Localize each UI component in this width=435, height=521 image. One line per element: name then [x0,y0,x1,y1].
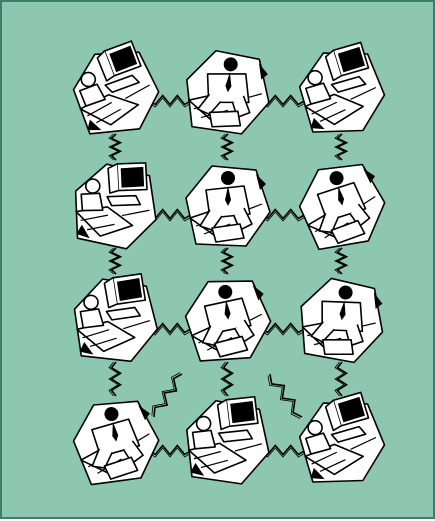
connection-bolt [259,322,307,336]
workstation-person [298,163,386,251]
workstation-monitor [73,272,159,363]
connection-bolt [220,247,235,275]
connection-bolt [334,133,349,161]
connection-bolt [334,361,349,397]
connection-bolt [334,247,349,275]
connection-bolt [259,208,307,222]
workstation-monitor [298,41,386,133]
workstation-monitor [74,162,157,250]
workstation-person [300,277,384,364]
connection-bolt [220,361,235,397]
connection-bolt [220,133,235,161]
connection-bolt [151,372,183,418]
workstation-monitor [186,395,270,485]
connection-bolt [147,444,193,458]
workstation-person [185,165,271,247]
connection-bolt [147,94,193,108]
connection-bolt [108,133,123,161]
workstation-person [184,280,272,362]
connection-bolt [108,361,123,397]
workstation-monitor [298,391,386,483]
workstation-person [72,400,160,486]
workstation-person [186,49,270,135]
connection-bolt [267,373,303,419]
workstation-monitor [72,40,160,135]
connection-bolt [108,247,123,275]
